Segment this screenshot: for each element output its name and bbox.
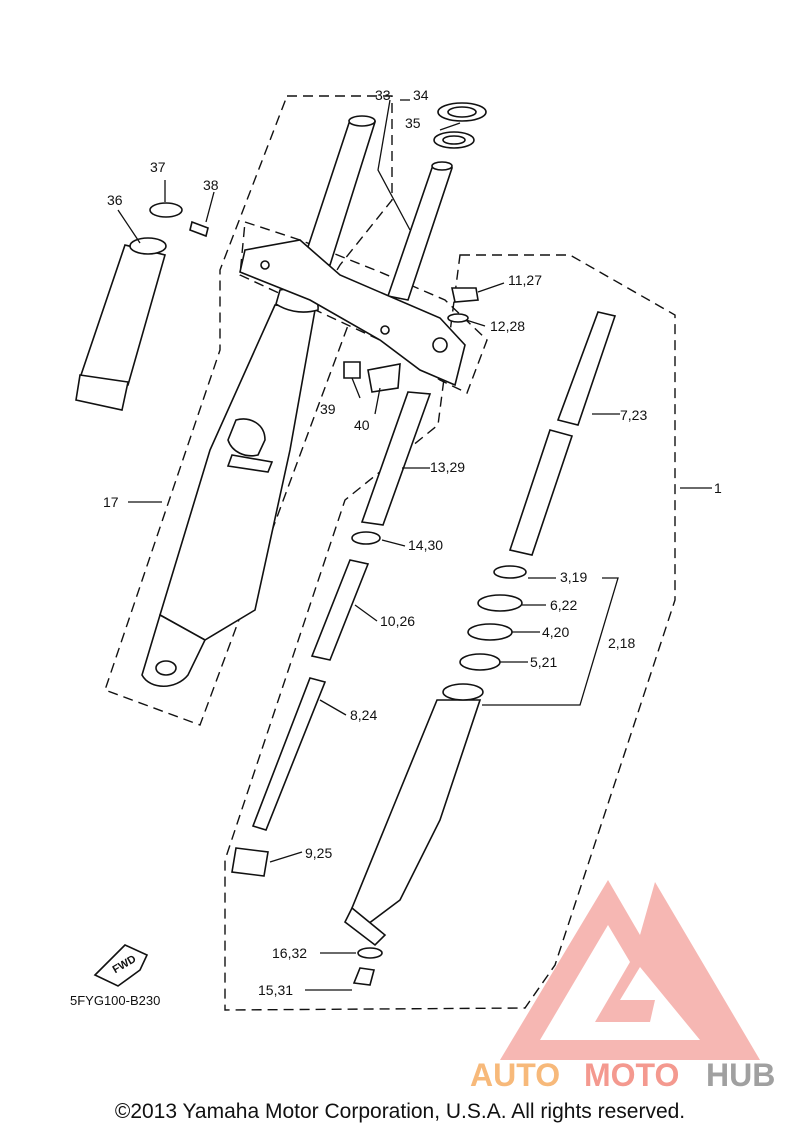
part-33-inner-tubes (239, 115, 466, 387)
label-33: 33 (375, 87, 391, 103)
group-outline-33 (239, 221, 488, 394)
fwd-arrow-icon (93, 944, 149, 987)
label-10-26: 10,26 (380, 613, 415, 629)
part-4-oil-seal (467, 623, 513, 641)
watermark-hub: HUB (706, 1057, 775, 1093)
label-3-19: 3,19 (560, 569, 587, 585)
label-17: 17 (103, 494, 119, 510)
label-13-29: 13,29 (430, 459, 465, 475)
copyright-notice: ©2013 Yamaha Motor Corporation, U.S.A. A… (114, 1100, 686, 1123)
part-2-outer-tube (343, 683, 484, 947)
diagram-code: 5FYG100-B230 (70, 993, 160, 1008)
label-6-22: 6,22 (550, 597, 577, 613)
label-37: 37 (150, 159, 166, 175)
label-4-20: 4,20 (542, 624, 569, 640)
label-2-18: 2,18 (608, 635, 635, 651)
label-36: 36 (107, 192, 123, 208)
part-39-bolt (343, 361, 361, 379)
part-7-inner-tube (556, 311, 617, 426)
part-8-damper-rod (251, 677, 327, 831)
part-17-fork-assembly (141, 288, 319, 688)
label-9-25: 9,25 (305, 845, 332, 861)
part-38-bolt (189, 220, 209, 238)
watermark-logo (500, 880, 760, 1060)
label-39: 39 (320, 401, 336, 417)
label-1: 1 (714, 480, 722, 496)
label-11-27: 11,27 (508, 272, 542, 288)
label-16-32: 16,32 (272, 945, 307, 961)
part-9-oil-lock-piece (231, 847, 269, 877)
label-8-24: 8,24 (350, 707, 377, 723)
part-13-spacer (360, 391, 432, 526)
part-11-cap-bolt (451, 287, 479, 303)
part-14-washer (351, 531, 381, 545)
label-40: 40 (354, 417, 370, 433)
watermark-auto: AUTO (470, 1057, 560, 1093)
label-15-31: 15,31 (258, 982, 293, 998)
label-14-30: 14,30 (408, 537, 443, 553)
label-35: 35 (405, 115, 421, 131)
label-5-21: 5,21 (530, 654, 557, 670)
label-38: 38 (203, 177, 219, 193)
part-36-fork-boot (75, 237, 167, 411)
part-40-bracket (367, 363, 401, 393)
group-outline-1 (224, 254, 676, 1011)
part-15-bolt (352, 967, 376, 986)
part-37-clamp-band (149, 202, 183, 218)
watermark-moto: MOTO (584, 1057, 679, 1093)
label-7-23: 7,23 (620, 407, 647, 423)
label-34: 34 (413, 87, 429, 103)
part-5-bushing (459, 653, 501, 671)
part-12-o-ring (447, 313, 469, 323)
part-10-spring (310, 559, 370, 661)
part-3-circlip (493, 565, 527, 579)
part-6-washer (477, 594, 523, 612)
label-12-28: 12,28 (490, 318, 525, 334)
part-16-gasket (357, 947, 383, 959)
